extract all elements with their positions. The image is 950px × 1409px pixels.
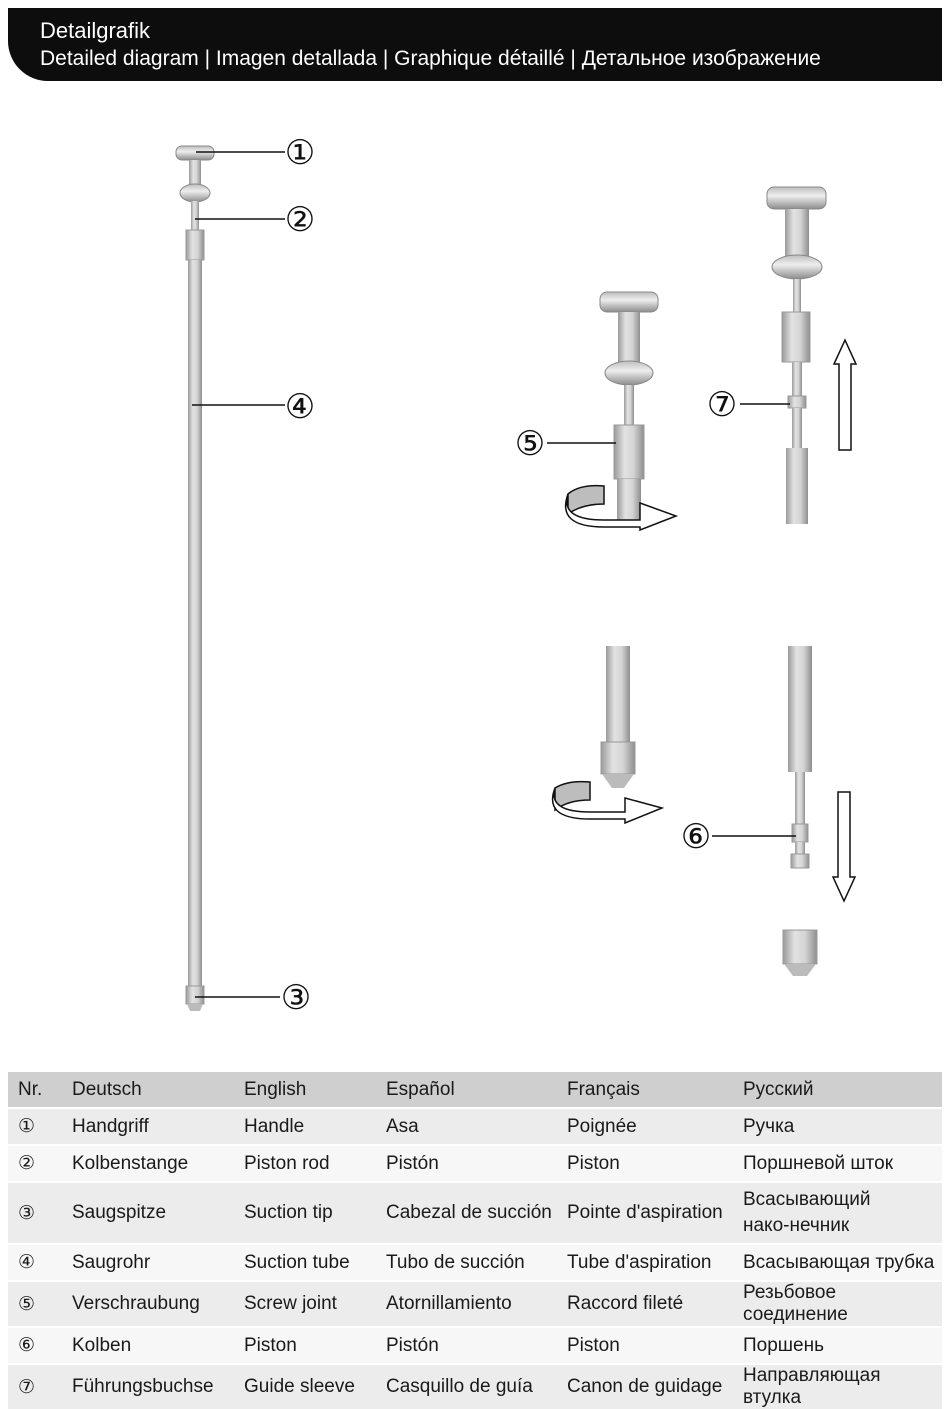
cell: Piston rod (234, 1144, 376, 1182)
table-row: ② Kolbenstange Piston rod Pistón Piston … (8, 1144, 942, 1182)
cell: Piston (557, 1326, 733, 1364)
header-bar: Detailgrafik Detailed diagram | Imagen d… (8, 8, 942, 81)
cell: Cabezal de succión (376, 1181, 557, 1244)
down-arrow-icon (831, 791, 857, 903)
cell: Kolbenstange (62, 1144, 234, 1182)
cell: Поршневой шток (733, 1144, 942, 1182)
callout-5: ⑤ (515, 424, 545, 464)
header-russkiy: Русский (733, 1072, 942, 1109)
cell: Tubo de succión (376, 1243, 557, 1281)
cell: Screw joint (234, 1280, 376, 1327)
table-row: ⑦ Führungsbuchse Guide sleeve Casquillo … (8, 1363, 942, 1409)
header-francais: Français (557, 1072, 733, 1109)
header-espanol: Español (376, 1072, 557, 1109)
header-nr: Nr. (8, 1072, 62, 1109)
cell: Направляющая втулка (733, 1363, 942, 1409)
callout-6: ⑥ (681, 817, 711, 857)
cell: Всасывающий нако-нечник (733, 1181, 942, 1244)
rotate-arrow-icon (564, 484, 679, 532)
header-deutsch: Deutsch (62, 1072, 234, 1109)
screw-joint-detail (599, 291, 659, 527)
callout-4: ④ (285, 387, 315, 427)
cell: Asa (376, 1107, 557, 1145)
cell: Всасывающая трубка (733, 1243, 942, 1281)
cell: ⑥ (8, 1326, 62, 1364)
table-header-row: Nr. Deutsch English Español Français Рус… (8, 1072, 942, 1109)
cell: Atornillamiento (376, 1280, 557, 1327)
cell: Saugrohr (62, 1243, 234, 1281)
callout-2: ② (285, 200, 315, 240)
cell: Casquillo de guía (376, 1363, 557, 1409)
cell: Guide sleeve (234, 1363, 376, 1409)
guide-sleeve-detail (766, 186, 827, 524)
up-arrow-icon (832, 338, 858, 451)
cell: Poignée (557, 1107, 733, 1145)
full-pipette (175, 145, 215, 1011)
cell: Canon de guidage (557, 1363, 733, 1409)
cell: Поршень (733, 1326, 942, 1364)
piston-detail (782, 646, 818, 976)
detailed-diagram: ① ② ③ ④ ⑤ ⑥ ⑦ (175, 133, 858, 1018)
cell: Handgriff (62, 1107, 234, 1145)
table-row: ⑥ Kolben Piston Pistón Piston Поршень (8, 1326, 942, 1364)
cell: Raccord fileté (557, 1280, 733, 1327)
cell: Pistón (376, 1326, 557, 1364)
callout-3: ③ (281, 978, 311, 1018)
cell: Piston (234, 1326, 376, 1364)
page-title: Detailgrafik (40, 18, 151, 43)
cell: Pistón (376, 1144, 557, 1182)
header-english: English (234, 1072, 376, 1109)
cell: Saugspitze (62, 1181, 234, 1244)
table-row: ⑤ Verschraubung Screw joint Atornillamie… (8, 1280, 942, 1327)
table-row: ③ Saugspitze Suction tip Cabezal de succ… (8, 1181, 942, 1244)
callout-7: ⑦ (707, 385, 737, 425)
cell: ⑤ (8, 1280, 62, 1327)
cell: ③ (8, 1181, 62, 1244)
cell: Suction tube (234, 1243, 376, 1281)
cell: Tube d'aspiration (557, 1243, 733, 1281)
cell: Резьбовое соединение (733, 1280, 942, 1327)
table-row: ① Handgriff Handle Asa Poignée Ручка (8, 1107, 942, 1145)
cell: Piston (557, 1144, 733, 1182)
tip-unscrew-detail (600, 646, 636, 788)
rotate-arrow-icon-2 (551, 780, 665, 825)
cell: ② (8, 1144, 62, 1182)
parts-legend-table: Nr. Deutsch English Español Français Рус… (8, 1072, 942, 1409)
cell: Verschraubung (62, 1280, 234, 1327)
cell: Suction tip (234, 1181, 376, 1244)
cell: Handle (234, 1107, 376, 1145)
callout-1: ① (285, 133, 315, 173)
cell: Kolben (62, 1326, 234, 1364)
cell: Ручка (733, 1107, 942, 1145)
cell: ① (8, 1107, 62, 1145)
table-row: ④ Saugrohr Suction tube Tubo de succión … (8, 1243, 942, 1281)
cell: ④ (8, 1243, 62, 1281)
cell: Pointe d'aspiration (557, 1181, 733, 1244)
cell: Führungsbuchse (62, 1363, 234, 1409)
page-subtitle: Detailed diagram | Imagen detallada | Gr… (40, 47, 821, 70)
cell: ⑦ (8, 1363, 62, 1409)
